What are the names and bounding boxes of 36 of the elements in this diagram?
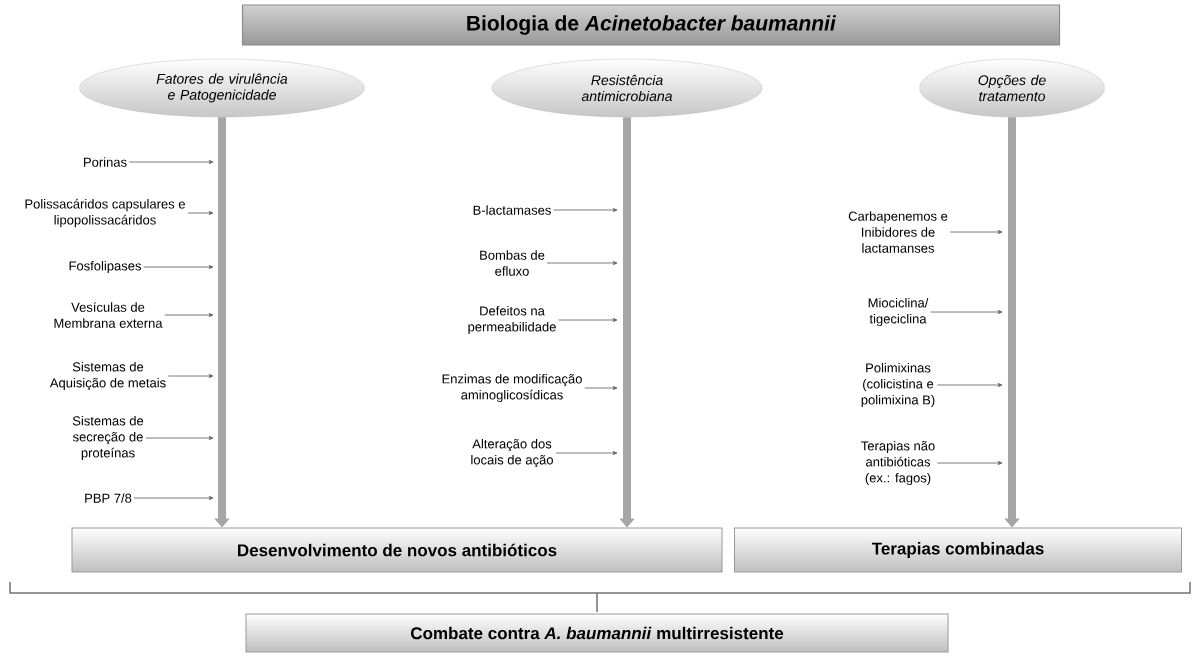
item-label: Vesículas de Membrana externa xyxy=(54,302,163,328)
item-label: Alteração dos locais de ação xyxy=(471,438,553,468)
arrow xyxy=(145,436,214,440)
arrow xyxy=(949,230,1003,234)
arrow xyxy=(164,313,214,317)
outcome-box: Combate contra A. baumannii multirresistente xyxy=(245,613,949,653)
item-label: Miociclina/ tigeciclina xyxy=(868,297,929,327)
item-label: Polissacáridos capsulares e lipopolissacáridos xyxy=(25,198,185,228)
arrow xyxy=(167,374,214,378)
item-label: Bombas de efluxo xyxy=(480,250,545,276)
arrow xyxy=(584,386,618,390)
item-label: Enzimas de modificação aminoglicosídicas xyxy=(442,373,582,403)
item-label: Terapias não antibióticas (ex.: fagos) xyxy=(861,440,935,486)
arrow xyxy=(187,211,214,215)
arrow xyxy=(546,261,618,265)
arrow xyxy=(937,461,1003,465)
arrow xyxy=(937,383,1003,387)
item-label: B-lactamases xyxy=(473,205,551,215)
item-label: Fosfolipases xyxy=(69,260,141,274)
item-label: Porinas xyxy=(84,157,127,167)
arrow xyxy=(555,451,618,455)
item-label: Sistemas de secreção de proteínas xyxy=(72,415,144,461)
item-label: Polimixinas (colicistina e polimixina B) xyxy=(861,362,935,408)
arrow xyxy=(143,265,214,269)
arrow xyxy=(128,160,214,164)
arrow xyxy=(133,496,214,500)
arrow xyxy=(553,208,618,212)
title-banner: Biologia de Acinetobacter baumannii xyxy=(241,4,1061,46)
item-label: Carbapenemos e Inibidores de lactamanses xyxy=(848,211,948,253)
arrow xyxy=(558,318,618,322)
item-label: PBP 7/8 xyxy=(85,493,132,503)
item-label: Sistemas de Aquisição de metais xyxy=(49,361,166,391)
arrow xyxy=(930,310,1003,314)
outcome-box: Desenvolvimento de novos antibióticos xyxy=(71,527,723,573)
item-label: Defeitos na permeabilidade xyxy=(468,305,556,335)
outcome-box: Terapias combinadas xyxy=(734,527,1182,573)
